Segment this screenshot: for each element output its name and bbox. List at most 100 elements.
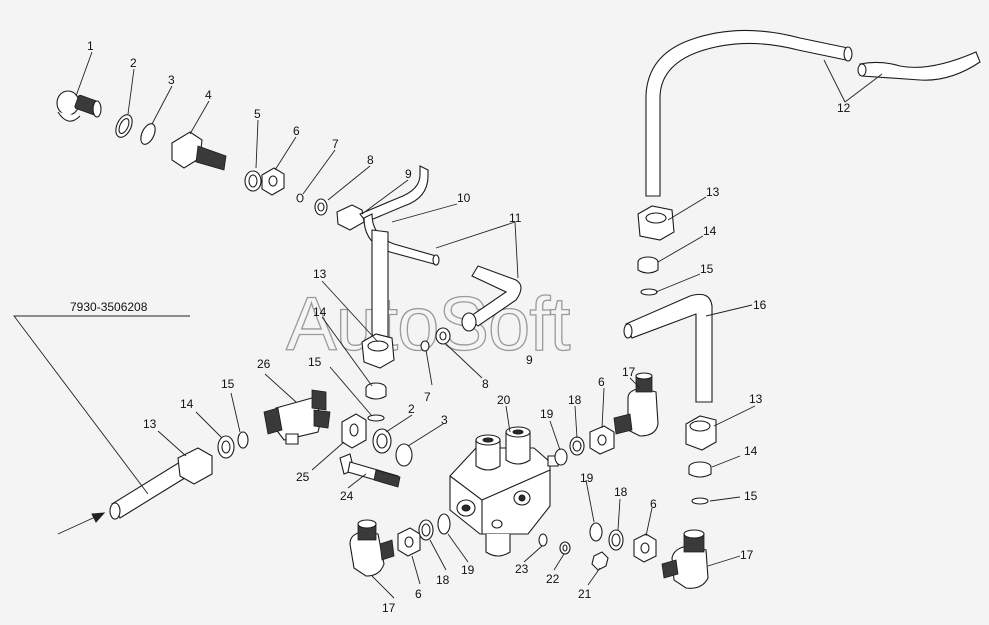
part-6-nut-lower-right: [633, 533, 657, 563]
part-8-nipple-center: [435, 327, 451, 345]
callout-6: 6: [293, 124, 300, 138]
part-16-bent-pipe: [623, 293, 713, 403]
part-14-sleeve-center: [365, 382, 387, 400]
callout-18-lower-left: 18: [436, 573, 450, 587]
callout-15-center: 15: [308, 355, 322, 369]
callout-7: 7: [332, 137, 339, 151]
callout-3-center: 3: [441, 413, 448, 427]
part-23-ring: [538, 533, 548, 547]
callout-15-left: 15: [221, 377, 235, 391]
part-14-sleeve-left: [217, 435, 235, 459]
part-7-o-ring-center: [420, 340, 430, 352]
callout-19-lower-left: 19: [461, 563, 475, 577]
part-25-nut: [341, 413, 367, 449]
callout-18-lower-right: 18: [614, 485, 628, 499]
callout-17-lower-left: 17: [382, 601, 396, 615]
callout-24: 24: [340, 489, 354, 503]
callout-22: 22: [546, 572, 560, 586]
part-13-inlet-pipe-nut: [109, 447, 213, 520]
callout-9: 9: [405, 167, 412, 181]
callout-23: 23: [515, 562, 529, 576]
part-19-ring-right: [554, 448, 568, 466]
callout-6-lower-right: 6: [650, 497, 657, 511]
callout-8: 8: [367, 153, 374, 167]
part-14-sleeve-upper-right: [637, 256, 659, 274]
part-2-washer-center: [372, 428, 392, 454]
part-18-washer-lower-right: [608, 529, 624, 551]
callout-6-right: 6: [598, 375, 605, 389]
part-8-nipple-upper: [314, 198, 328, 216]
part-4-banjo-bolt: [171, 131, 227, 171]
callout-5: 5: [254, 107, 261, 121]
part-7-o-ring-upper: [296, 193, 304, 203]
part-9-10-bent-pipes: [336, 165, 440, 345]
callout-18-upper: 18: [568, 393, 582, 407]
callout-12: 12: [837, 101, 851, 115]
part-15-ring-left: [237, 431, 249, 449]
callout-13-top-right: 13: [706, 185, 720, 199]
part-2-washer: [115, 114, 133, 138]
callout-19-lower-right: 19: [580, 471, 594, 485]
part-11-pipe-center: [461, 265, 522, 332]
callout-4: 4: [205, 88, 212, 102]
callout-15-right-lower: 15: [744, 489, 758, 503]
part-1-banjo-fitting: [56, 90, 102, 122]
callout-10: 10: [457, 191, 471, 205]
callout-26: 26: [257, 357, 271, 371]
callout-20: 20: [497, 393, 511, 407]
callout-13-left: 13: [143, 417, 157, 431]
callout-13-right-lower: 13: [749, 392, 763, 406]
part-20-valve-block: [449, 426, 559, 557]
part-18-washer-right: [569, 436, 585, 456]
callout-6-lower-left: 6: [415, 587, 422, 601]
part-5-lock-washer: [244, 170, 262, 192]
leader-lines: [13, 51, 883, 599]
callout-3: 3: [168, 73, 175, 87]
callout-25: 25: [296, 470, 310, 484]
part-6-nut-right: [589, 425, 615, 455]
part-21-plug: [591, 551, 609, 571]
part-17-elbow-lower-right: [661, 529, 709, 589]
part-13-nut-right-lower: [685, 415, 717, 451]
callout-17-upper: 17: [622, 365, 636, 379]
part-15-ring-right-lower: [691, 497, 709, 505]
part-13-nut-center: [361, 333, 395, 369]
callout-14-right-lower: 14: [744, 444, 758, 458]
part-12-curved-pipe: [645, 29, 981, 197]
callout-14-left: 14: [180, 397, 194, 411]
callout-19-upper: 19: [540, 407, 554, 421]
part-3-ring: [140, 123, 156, 145]
callout-13-center: 13: [313, 267, 327, 281]
callout-2: 2: [130, 56, 137, 70]
callout-21: 21: [578, 587, 592, 601]
callout-15-top-right: 15: [700, 262, 714, 276]
callout-7-center: 7: [424, 390, 431, 404]
callout-8-center: 8: [482, 377, 489, 391]
part-19-ring-lower-left: [437, 513, 451, 535]
part-18-washer-lower-left: [418, 519, 434, 541]
callout-17-lower-right: 17: [740, 548, 754, 562]
assembly-number-label: 7930-3506208: [70, 300, 148, 314]
callout-labels: 1 2 3 4 5 6 7 8 9 10 11 12 13 14 15 16 1…: [70, 39, 851, 615]
callout-14-top-right: 14: [703, 224, 717, 238]
part-14-sleeve-right-lower: [688, 461, 712, 478]
part-6-nut-lower-left: [397, 527, 421, 557]
callout-1: 1: [87, 39, 94, 53]
callout-14-center: 14: [313, 305, 327, 319]
part-26-tee-fitting: [263, 389, 331, 445]
watermark-text: AutoSoft: [286, 282, 570, 367]
callout-11: 11: [509, 211, 522, 225]
part-15-ring-center: [367, 414, 385, 422]
callout-16: 16: [753, 298, 767, 312]
part-17-elbow-upper: [613, 372, 659, 437]
callout-2-center: 2: [408, 402, 415, 416]
part-24-bolt: [339, 453, 401, 488]
part-3-ring-center: [395, 443, 413, 467]
part-13-nut-upper-right: [637, 205, 675, 241]
callout-9-center: 9: [526, 353, 533, 367]
part-19-ring-lower-right: [589, 522, 603, 542]
part-6-nut-upper: [261, 167, 285, 196]
part-15-ring-upper-right: [640, 288, 658, 296]
